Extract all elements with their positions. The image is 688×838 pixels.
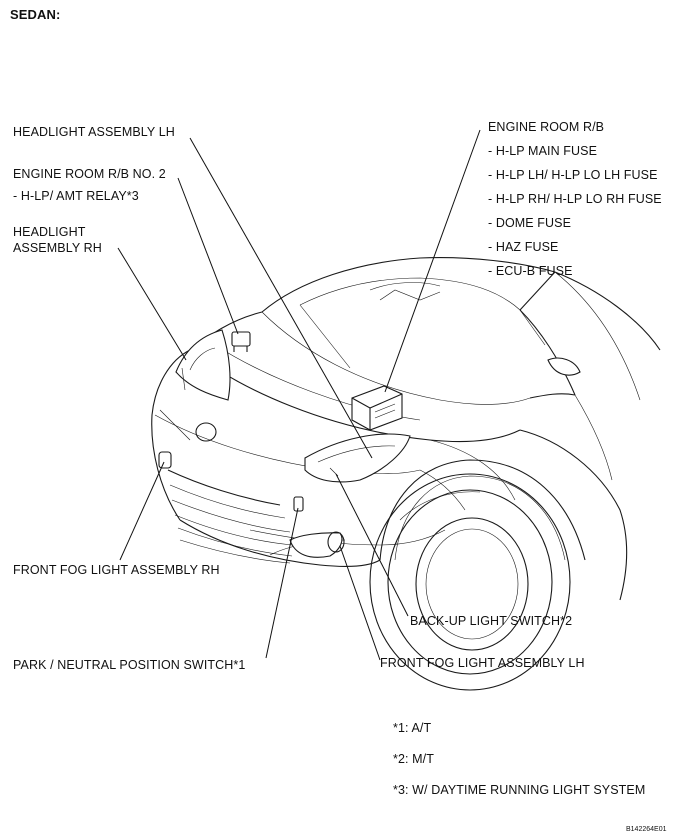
engine-rb-item: - H-LP RH/ H-LP LO RH FUSE — [488, 192, 662, 206]
leader-engine-room-rb — [384, 129, 481, 393]
label-headlight-rh-line1: HEADLIGHT — [13, 225, 86, 239]
leader-backup-switch — [335, 473, 409, 617]
label-park-neutral-switch: PARK / NEUTRAL POSITION SWITCH*1 — [13, 658, 246, 672]
label-engine-room-rb-no2: ENGINE ROOM R/B NO. 2 — [13, 167, 166, 181]
leader-fog-lh — [339, 545, 381, 661]
label-engine-room-rb: ENGINE ROOM R/B — [488, 120, 605, 134]
engine-rb-item: - ECU-B FUSE — [488, 264, 573, 278]
footnote: *1: A/T — [393, 721, 432, 735]
leader-lines — [117, 129, 481, 661]
label-headlight-assembly-lh: HEADLIGHT ASSEMBLY LH — [13, 125, 175, 139]
label-headlight-rh-line2: ASSEMBLY RH — [13, 241, 102, 255]
leader-park-neutral — [265, 507, 299, 659]
engine-rb-item: - H-LP MAIN FUSE — [488, 144, 598, 158]
label-backup-light-switch: BACK-UP LIGHT SWITCH*2 — [410, 614, 573, 628]
leader-headlight-rh — [117, 247, 187, 361]
engine-rb-item: - H-LP LH/ H-LP LO LH FUSE — [488, 168, 658, 182]
label-hlp-amt-relay: - H-LP/ AMT RELAY*3 — [13, 189, 139, 203]
leader-headlight-lh — [189, 137, 373, 459]
footnote: *2: M/T — [393, 752, 434, 766]
label-front-fog-light-lh: FRONT FOG LIGHT ASSEMBLY LH — [380, 656, 585, 670]
leader-fog-rh — [119, 461, 165, 561]
engine-rb-item: - DOME FUSE — [488, 216, 572, 230]
engine-rb-item: - HAZ FUSE — [488, 240, 559, 254]
figure-code: B142264E01 — [626, 826, 667, 833]
leader-engine-room-rb-no2 — [177, 177, 239, 335]
footnote: *3: W/ DAYTIME RUNNING LIGHT SYSTEM — [393, 783, 646, 797]
label-front-fog-light-rh: FRONT FOG LIGHT ASSEMBLY RH — [13, 563, 220, 577]
car-body-drawing — [151, 257, 661, 691]
diagram-title: SEDAN: — [10, 7, 61, 22]
